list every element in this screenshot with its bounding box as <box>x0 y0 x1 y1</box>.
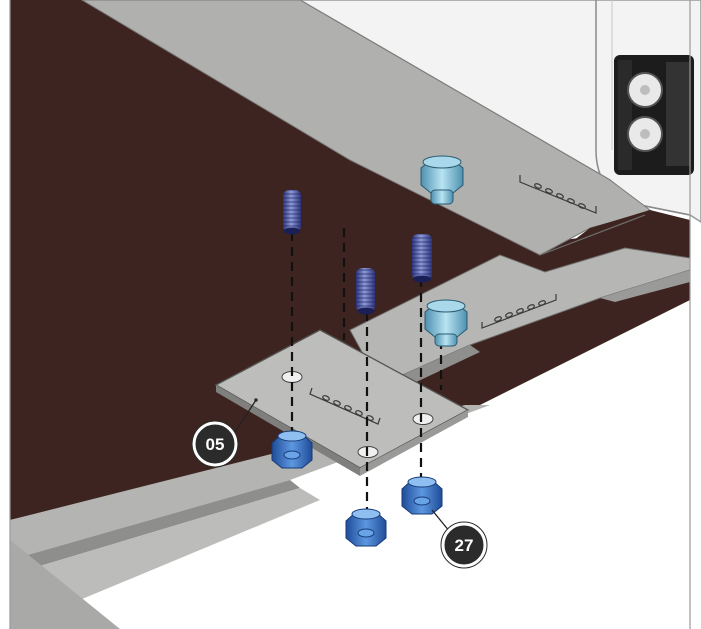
callout-27: 27 <box>440 521 488 569</box>
hex-nut-icon <box>271 430 313 469</box>
mounting-plate <box>214 329 470 476</box>
callout-label: 05 <box>206 435 225 454</box>
stud-bolt-icon <box>356 268 375 315</box>
hex-bolt-icon <box>424 299 468 347</box>
stud-bolt-icon <box>283 190 301 235</box>
callout-05: 05 <box>191 420 239 468</box>
plate-hole <box>412 413 434 425</box>
stud-bolt-icon <box>412 234 432 283</box>
hex-nut-icon <box>345 508 387 547</box>
assembly-lines <box>290 228 443 520</box>
callout-label: 27 <box>455 536 474 555</box>
floor <box>10 0 690 520</box>
slot-pattern-top <box>519 175 597 214</box>
hinge-icon <box>614 55 694 175</box>
hex-nut-icon <box>401 476 443 515</box>
slot-pattern-middle <box>481 294 557 329</box>
hex-bolt-icon <box>420 155 464 205</box>
callout-leaders <box>234 399 451 533</box>
